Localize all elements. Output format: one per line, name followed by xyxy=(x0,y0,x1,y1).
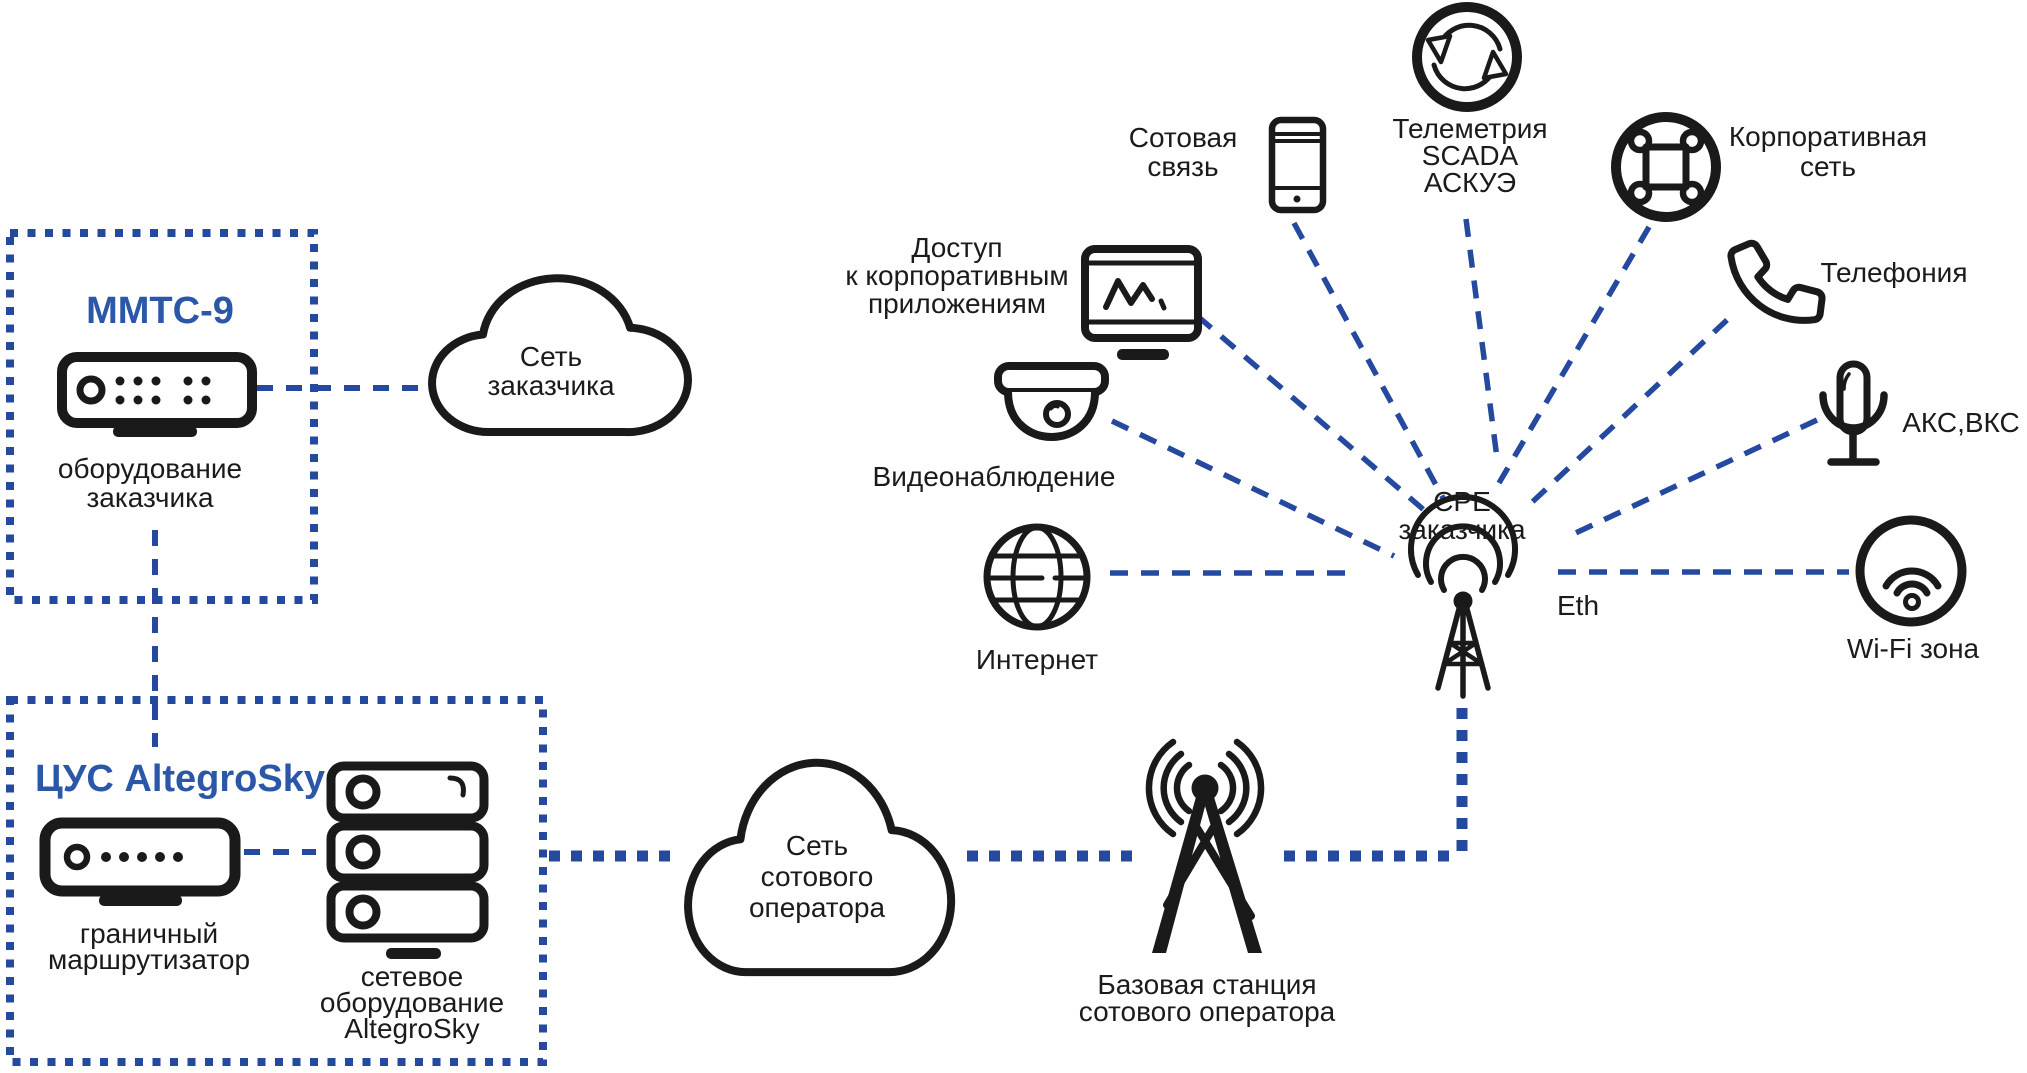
label-line: заказчика xyxy=(487,370,615,401)
operator-network-cloud-label: Сеть сотового оператора xyxy=(749,830,885,923)
border-router-icon xyxy=(39,817,241,906)
cpe-label: CPE заказчика xyxy=(1398,488,1525,544)
customer-network-cloud-icon xyxy=(432,278,688,432)
label-line: связь xyxy=(1147,151,1219,182)
base-station-label: Базовая станция сотового оператора xyxy=(1078,969,1336,1027)
mmtc-equipment-label: оборудование заказчика xyxy=(58,454,242,512)
link-telemetry-cpe xyxy=(1463,218,1500,459)
service-label-telephony: Телефония xyxy=(1820,257,1968,288)
label-line: маршрутизатор xyxy=(47,944,251,975)
operator-network-cloud-icon xyxy=(688,763,951,972)
label-line: сетевое xyxy=(360,961,464,992)
label-line: сеть xyxy=(1799,151,1857,182)
label-line: CPE xyxy=(1433,486,1491,517)
link-corporate-cpe xyxy=(1496,225,1652,485)
label-line: Сеть xyxy=(785,830,849,861)
cpe-antenna-icon xyxy=(1408,494,1518,699)
service-label-telemetry: Телеметрия SCADA АСКУЭ xyxy=(1392,113,1548,198)
base-station-icon xyxy=(1145,738,1265,953)
network-equipment-icon xyxy=(326,761,489,959)
smartphone-icon xyxy=(1268,116,1327,214)
label-line: Сеть xyxy=(519,341,583,372)
label-line: SCADA xyxy=(1421,140,1519,171)
service-label-corporate: Корпоративная сеть xyxy=(1729,122,1927,182)
label-line: оператора xyxy=(748,892,886,923)
network-equipment-label: сетевое оборудование AltegroSky xyxy=(319,961,505,1044)
service-label-apps-access: Доступ к корпоративным приложениям xyxy=(845,234,1068,318)
label-line: Базовая станция xyxy=(1097,969,1317,1000)
label-line: АСКУЭ xyxy=(1423,167,1517,198)
link-cellular-cpe xyxy=(1291,221,1446,500)
label-line: граничный xyxy=(79,918,219,949)
telephony-handset-icon xyxy=(1730,235,1825,330)
label-line: Корпоративная xyxy=(1728,121,1928,152)
noc-site-box xyxy=(6,696,547,1066)
label-line: сотового xyxy=(760,861,874,892)
label-line: к корпоративным xyxy=(845,260,1069,291)
link-apps-cpe xyxy=(1172,293,1426,513)
corporate-network-icon xyxy=(1611,112,1721,222)
customer-equipment-icon xyxy=(57,352,257,437)
link-video-cpe xyxy=(1110,418,1396,559)
mmtc-title: ММТС-9 xyxy=(86,290,234,332)
eth-port-label: Eth xyxy=(1557,590,1600,621)
service-label-internet: Интернет xyxy=(975,644,1099,675)
internet-globe-icon xyxy=(983,523,1091,631)
service-label-video: Видеонаблюдение xyxy=(872,461,1116,492)
link-telephony-cpe xyxy=(1526,317,1729,509)
label-line: Сотовая xyxy=(1128,122,1238,153)
border-router-label: граничный маршрутизатор xyxy=(47,918,251,975)
service-label-wifi: Wi-Fi зона xyxy=(1846,633,1980,664)
label-line: заказчика xyxy=(1398,514,1526,545)
service-label-conference: АКС,ВКС xyxy=(1902,407,2020,438)
link-conference-cpe xyxy=(1563,417,1819,541)
label-line: AltegroSky xyxy=(344,1013,480,1044)
wifi-zone-icon xyxy=(1855,515,1967,627)
label-line: Телеметрия xyxy=(1392,113,1548,144)
label-line: оборудование xyxy=(319,987,505,1018)
mmtc-site-box xyxy=(6,229,318,604)
cctv-camera-icon xyxy=(994,362,1109,441)
customer-network-cloud-label: Сеть заказчика xyxy=(487,342,614,400)
label-line: оборудование xyxy=(57,453,243,484)
telemetry-sync-icon xyxy=(1412,2,1522,112)
microphone-icon xyxy=(1819,360,1888,466)
noc-title: ЦУС AltegroSky xyxy=(34,758,326,800)
label-line: Доступ xyxy=(911,232,1003,263)
label-line: сотового оператора xyxy=(1078,996,1336,1027)
label-line: заказчика xyxy=(86,482,214,513)
label-line: приложениям xyxy=(867,288,1047,319)
apps-monitor-icon xyxy=(1081,245,1202,360)
service-label-cellular: Сотовая связь xyxy=(1129,123,1238,181)
